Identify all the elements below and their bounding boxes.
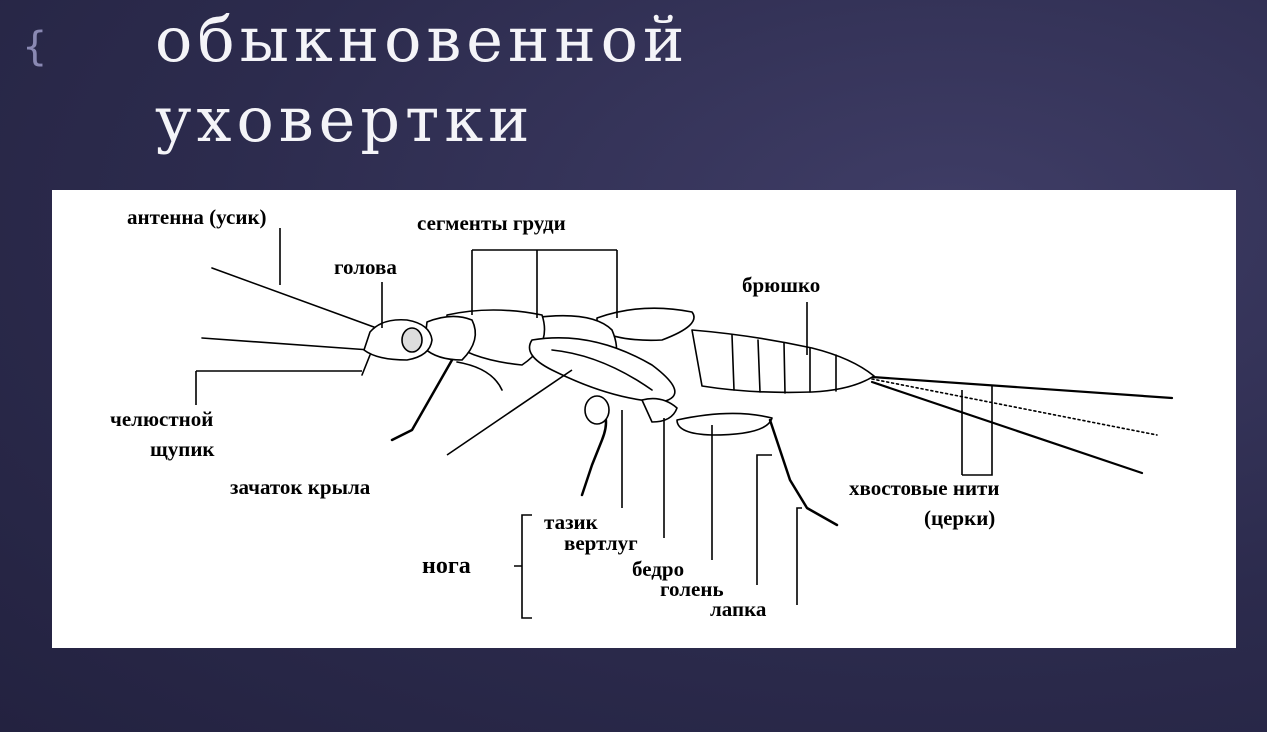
hind-leg-tibia: [768, 418, 839, 527]
leader-wing-bud: [446, 369, 573, 456]
insect-diagram: антенна (усик) голова сегменты груди брю…: [110, 205, 1174, 621]
label-cerci-2: (церки): [924, 506, 995, 530]
brace-icon: {: [22, 24, 48, 70]
label-maxillary-palp-2: щупик: [150, 437, 215, 461]
label-antenna: антенна (усик): [127, 205, 267, 229]
antenna-upper: [211, 267, 383, 331]
eye: [401, 327, 423, 353]
leader-cerci: [961, 385, 993, 476]
page-title: обыкновенной уховертки: [155, 0, 689, 160]
wing-plate-upper: [596, 307, 695, 342]
label-maxillary-palp-1: челюстной: [110, 407, 213, 431]
label-femur: бедро: [632, 557, 684, 581]
label-coxa: тазик: [544, 510, 599, 534]
wing-bud: [528, 337, 676, 403]
leader-tarsus: [796, 507, 802, 605]
pronotum: [423, 315, 477, 361]
label-cerci-1: хвостовые нити: [849, 476, 999, 500]
hind-leg-coxa: [641, 397, 678, 423]
hind-leg-femur: [676, 412, 773, 436]
diagram-panel: антенна (усик) голова сегменты груди брю…: [52, 190, 1236, 648]
abdomen-shape: [691, 329, 875, 394]
label-wing-bud: зачаток крыла: [230, 475, 371, 499]
maxillary-palp: [361, 354, 371, 376]
leader-thorax: [471, 249, 618, 318]
label-tibia: голень: [660, 577, 724, 601]
label-abdomen: брюшко: [742, 273, 820, 297]
leader-tibia: [756, 454, 772, 585]
title-line-1: обыкновенной: [155, 3, 690, 76]
label-thorax-segments: сегменты груди: [417, 211, 566, 235]
leader-leg-bracket: [514, 514, 532, 619]
label-head: голова: [334, 255, 397, 279]
cercus-upper: [870, 375, 1174, 400]
label-leg: нога: [422, 553, 471, 579]
label-tarsus: лапка: [710, 597, 767, 621]
leader-palp: [195, 370, 362, 405]
title-line-2: уховертки: [155, 83, 535, 156]
cercus-lower: [870, 380, 1144, 475]
front-leg: [390, 358, 454, 442]
antenna-lower: [201, 337, 371, 351]
label-trochanter: вертлуг: [564, 531, 638, 555]
